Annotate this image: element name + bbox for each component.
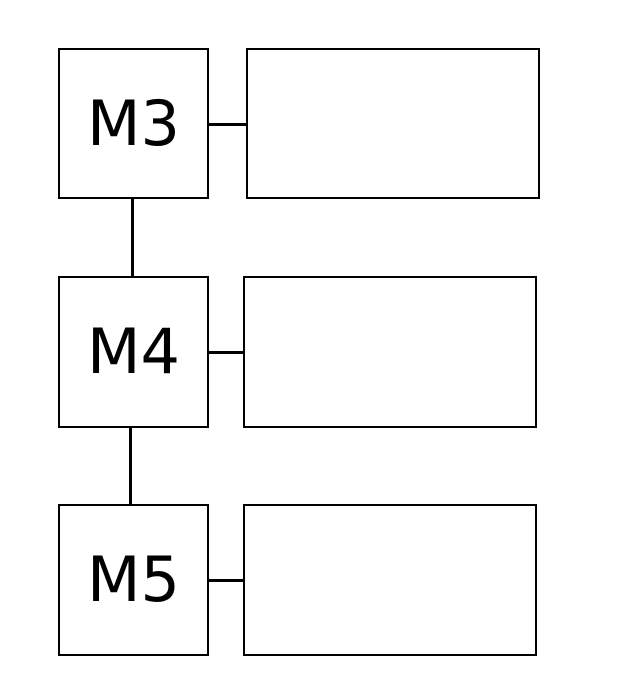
module-m3-label: M3 xyxy=(87,86,180,160)
module-m4-box: M4 xyxy=(58,276,209,428)
module-m5-label: M5 xyxy=(87,543,180,616)
connector-m3-panel xyxy=(209,123,246,126)
panel-m5 xyxy=(243,504,537,656)
module-m5-box: M5 xyxy=(58,504,209,656)
module-m3-box: M3 xyxy=(58,48,209,199)
panel-m3 xyxy=(246,48,540,199)
connector-m3-m4 xyxy=(131,199,134,276)
connector-m4-panel xyxy=(209,351,243,354)
panel-m4 xyxy=(243,276,537,428)
module-m4-label: M4 xyxy=(87,315,180,388)
connector-m4-m5 xyxy=(129,428,132,504)
connector-m5-panel xyxy=(209,579,243,582)
